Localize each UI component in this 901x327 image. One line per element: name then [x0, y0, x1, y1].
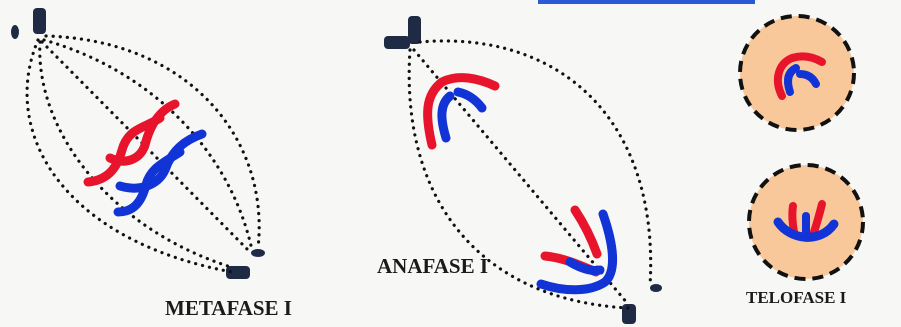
anafase-fiber-left — [407, 48, 630, 310]
metafase-chromosome-blue-2 — [115, 129, 207, 193]
anafase-upper-chromosome-blue-1 — [437, 91, 455, 143]
metafase-panel: METAFASE I — [11, 8, 292, 320]
metafase-centriole-left — [11, 25, 19, 39]
metafase-chromosome-red-2 — [105, 99, 180, 166]
telofase-lower-chromosome-red-2 — [810, 200, 826, 236]
telofase-upper-chromosome-red — [773, 52, 826, 100]
telofase-label: TELOFASE I — [746, 288, 847, 307]
top-accent-bar — [538, 0, 755, 4]
anafase-lower-chromosome-blue-1 — [536, 209, 617, 295]
anafase-lower-chromosome-red-2 — [570, 205, 602, 259]
metafase-fiber-inner-right — [42, 38, 254, 252]
metafase-fiber-inner-left — [38, 40, 236, 270]
anafase-centrosome-bottom — [622, 304, 636, 324]
anafase-lower-chromosome-blue-2 — [565, 257, 605, 275]
telofase-upper-chromosome-blue-1 — [784, 64, 800, 96]
anafase-label: ANAFASE I — [377, 254, 488, 278]
metafase-centrosome-top — [33, 8, 46, 34]
metafase-centrosome-bottom — [226, 266, 250, 279]
anafase-fiber-right — [418, 39, 653, 288]
anafase-centrosome-top-a — [384, 36, 410, 49]
telofase-lower-chromosome-red-1 — [788, 202, 798, 236]
metafase-fiber-outer-right — [44, 34, 261, 250]
metafase-centriole-bottom — [251, 249, 265, 257]
anafase-panel: ANAFASE I — [377, 16, 662, 324]
metafase-label: METAFASE I — [165, 296, 292, 320]
metafase-chromosome-red-1 — [83, 113, 165, 187]
anafase-upper-chromosome-blue-2 — [453, 87, 487, 113]
anafase-upper-chromosome-red — [423, 73, 500, 150]
telofase-panel: TELOFASE I — [738, 14, 865, 307]
anafase-centriole-bottom — [650, 284, 662, 292]
metafase-fiber-outer-left — [25, 38, 234, 274]
telofase-upper-chromosome-blue-2 — [796, 70, 820, 88]
anafase-centrosome-top-b — [408, 16, 421, 44]
